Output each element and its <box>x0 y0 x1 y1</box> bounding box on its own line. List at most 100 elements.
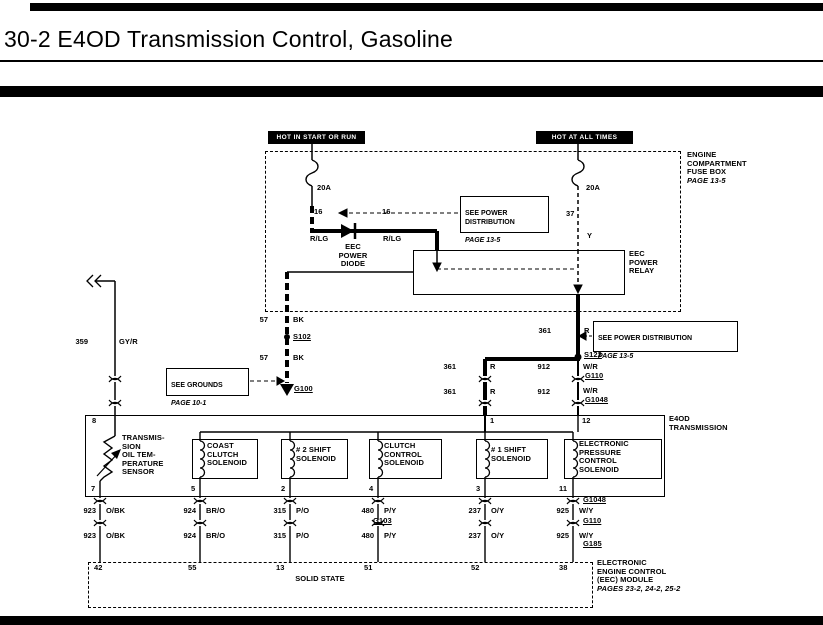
wire-37-num: 37 <box>566 209 575 218</box>
wire-361-relay-color: R <box>584 326 590 335</box>
wire-359-num: 359 <box>75 337 88 346</box>
note-power-top-page: PAGE 13-5 <box>465 237 501 244</box>
clutch-control-solenoid-label: CLUTCH CONTROL SOLENOID <box>384 441 424 467</box>
wire-912-row1-num: 912 <box>537 362 550 371</box>
wire-16-rlg <box>305 144 439 250</box>
wire-57-bk <box>280 271 413 396</box>
transmission-box <box>85 415 665 497</box>
wire-57-lower-color: BK <box>293 353 305 362</box>
temp-sensor-label: TRANSMIS- SION OIL TEM- PERATURE SENSOR <box>122 433 165 476</box>
eec-pin-52: 52 <box>471 563 480 572</box>
wire-361-912 <box>478 295 585 415</box>
wire-16-right-num: 16 <box>382 207 391 216</box>
note-see-grounds: SEE GROUNDS PAGE 10-1 <box>166 368 249 407</box>
wire-237-row1-num: 237 <box>468 506 481 515</box>
connector-g1048-upper: G1048 <box>585 395 609 404</box>
wire-315-row2-color: P/O <box>296 531 310 540</box>
wire-361-row2-num: 361 <box>443 387 456 396</box>
splice-s102: S102 <box>293 332 311 341</box>
eec-module-pages: PAGES 23-2, 24-2, 25-2 <box>597 584 681 593</box>
shift-2-solenoid-label: # 2 SHIFT SOLENOID <box>296 445 336 463</box>
pin-7: 7 <box>91 484 96 493</box>
wire-361-row1-num: 361 <box>443 362 456 371</box>
note-power-distribution-right: SEE POWER DISTRIBUTION PAGE 13-5 <box>593 321 738 360</box>
bottom-rule-bar <box>0 616 823 625</box>
wire-37-color: Y <box>587 231 593 240</box>
left-fuse-rating: 20A <box>317 183 332 192</box>
wire-57-upper-color: BK <box>293 315 305 324</box>
eec-pin-13: 13 <box>276 563 285 572</box>
wire-925-row2-num: 925 <box>556 531 569 540</box>
eec-pin-51: 51 <box>364 563 373 572</box>
banner-hot-in-start-or-run: HOT IN START OR RUN <box>268 131 365 144</box>
note-arrows <box>250 208 592 386</box>
wire-925-row2-color: W/Y <box>579 531 594 540</box>
pin-4: 4 <box>369 484 374 493</box>
eec-pin-38: 38 <box>559 563 568 572</box>
pin-2: 2 <box>281 484 286 493</box>
wire-925-row1-color: W/Y <box>579 506 594 515</box>
connector-g110-upper: G110 <box>585 371 604 380</box>
coast-clutch-solenoid-box <box>192 439 258 479</box>
wire-361-row2-color: R <box>490 387 496 396</box>
page-title: 30-2 E4OD Transmission Control, Gasoline <box>4 26 454 52</box>
wire-923-row2-color: O/BK <box>106 531 126 540</box>
note-power-right-text: SEE POWER DISTRIBUTION <box>598 335 693 342</box>
clutch-control-solenoid-box <box>369 439 442 479</box>
wire-315-row1-num: 315 <box>273 506 286 515</box>
section-divider-bar <box>0 86 823 97</box>
connector-g110-lower: G110 <box>583 516 602 525</box>
wire-480-row1-num: 480 <box>361 506 374 515</box>
wire-359-color: GY/R <box>119 337 138 346</box>
epc-solenoid-box <box>564 439 662 479</box>
shift-2-solenoid-box <box>281 439 348 479</box>
note-power-distribution-top: SEE POWER DISTRIBUTION PAGE 13-5 <box>460 196 549 244</box>
wire-924-row2-num: 924 <box>183 531 196 540</box>
wire-912-row1-color: W/R <box>583 362 598 371</box>
eec-module-label: ELECTRONIC ENGINE CONTROL (EEC) MODULE <box>597 558 667 584</box>
relay-internals <box>432 250 583 295</box>
wire-315-row2-num: 315 <box>273 531 286 540</box>
shift-1-solenoid-box <box>476 439 548 479</box>
transmission-internal-wiring <box>96 415 579 482</box>
wire-361-row1-color: R <box>490 362 496 371</box>
splice-s122: S122 <box>584 350 602 359</box>
wire-923-row1-num: 923 <box>83 506 96 515</box>
wire-237-row2-num: 237 <box>468 531 481 540</box>
wire-925-row1-num: 925 <box>556 506 569 515</box>
pin-12: 12 <box>582 416 591 425</box>
wire-923-row2-num: 923 <box>83 531 96 540</box>
note-grounds-text: SEE GROUNDS <box>171 382 223 389</box>
wire-16-right-color: R/LG <box>383 234 402 243</box>
transmission-to-eec-wires <box>93 477 580 562</box>
fuse-box-page-ref: PAGE 13-5 <box>687 176 726 185</box>
ground-g185: G185 <box>583 539 602 548</box>
coast-clutch-solenoid-label: COAST CLUTCH SOLENOID <box>207 441 247 467</box>
ground-g100: G100 <box>294 384 313 393</box>
wire-912-row2-num: 912 <box>537 387 550 396</box>
wire-237-row1-color: O/Y <box>491 506 505 515</box>
wire-923-row1-color: O/BK <box>106 506 126 515</box>
wire-16-left-color: R/LG <box>310 234 329 243</box>
eec-power-relay-box <box>413 250 625 295</box>
pin-8: 8 <box>92 416 97 425</box>
wire-924-row1-num: 924 <box>183 506 196 515</box>
pin-3: 3 <box>476 484 481 493</box>
wire-912-row2-color: W/R <box>583 386 598 395</box>
note-power-top-text: SEE POWER DISTRIBUTION <box>465 210 515 226</box>
transmission-label: E4OD TRANSMISSION <box>669 414 728 432</box>
eec-power-diode-symbol <box>341 223 357 239</box>
epc-solenoid-label: ELECTRONIC PRESSURE CONTROL SOLENOID <box>579 439 629 474</box>
wire-237-row2-color: O/Y <box>491 531 505 540</box>
wire-924-row2-color: BR/O <box>206 531 226 540</box>
eec-module-outline <box>88 562 593 608</box>
wire-57-lower-num: 57 <box>259 353 268 362</box>
title-underline <box>0 60 823 62</box>
connector-g103: G103 <box>373 516 392 525</box>
wire-480-row2-color: P/Y <box>384 531 397 540</box>
wire-924-row1-color: BR/O <box>206 506 226 515</box>
fuse-box-label: ENGINE COMPARTMENT FUSE BOX <box>687 150 747 176</box>
banner-hot-at-all-times: HOT AT ALL TIMES <box>536 131 633 144</box>
